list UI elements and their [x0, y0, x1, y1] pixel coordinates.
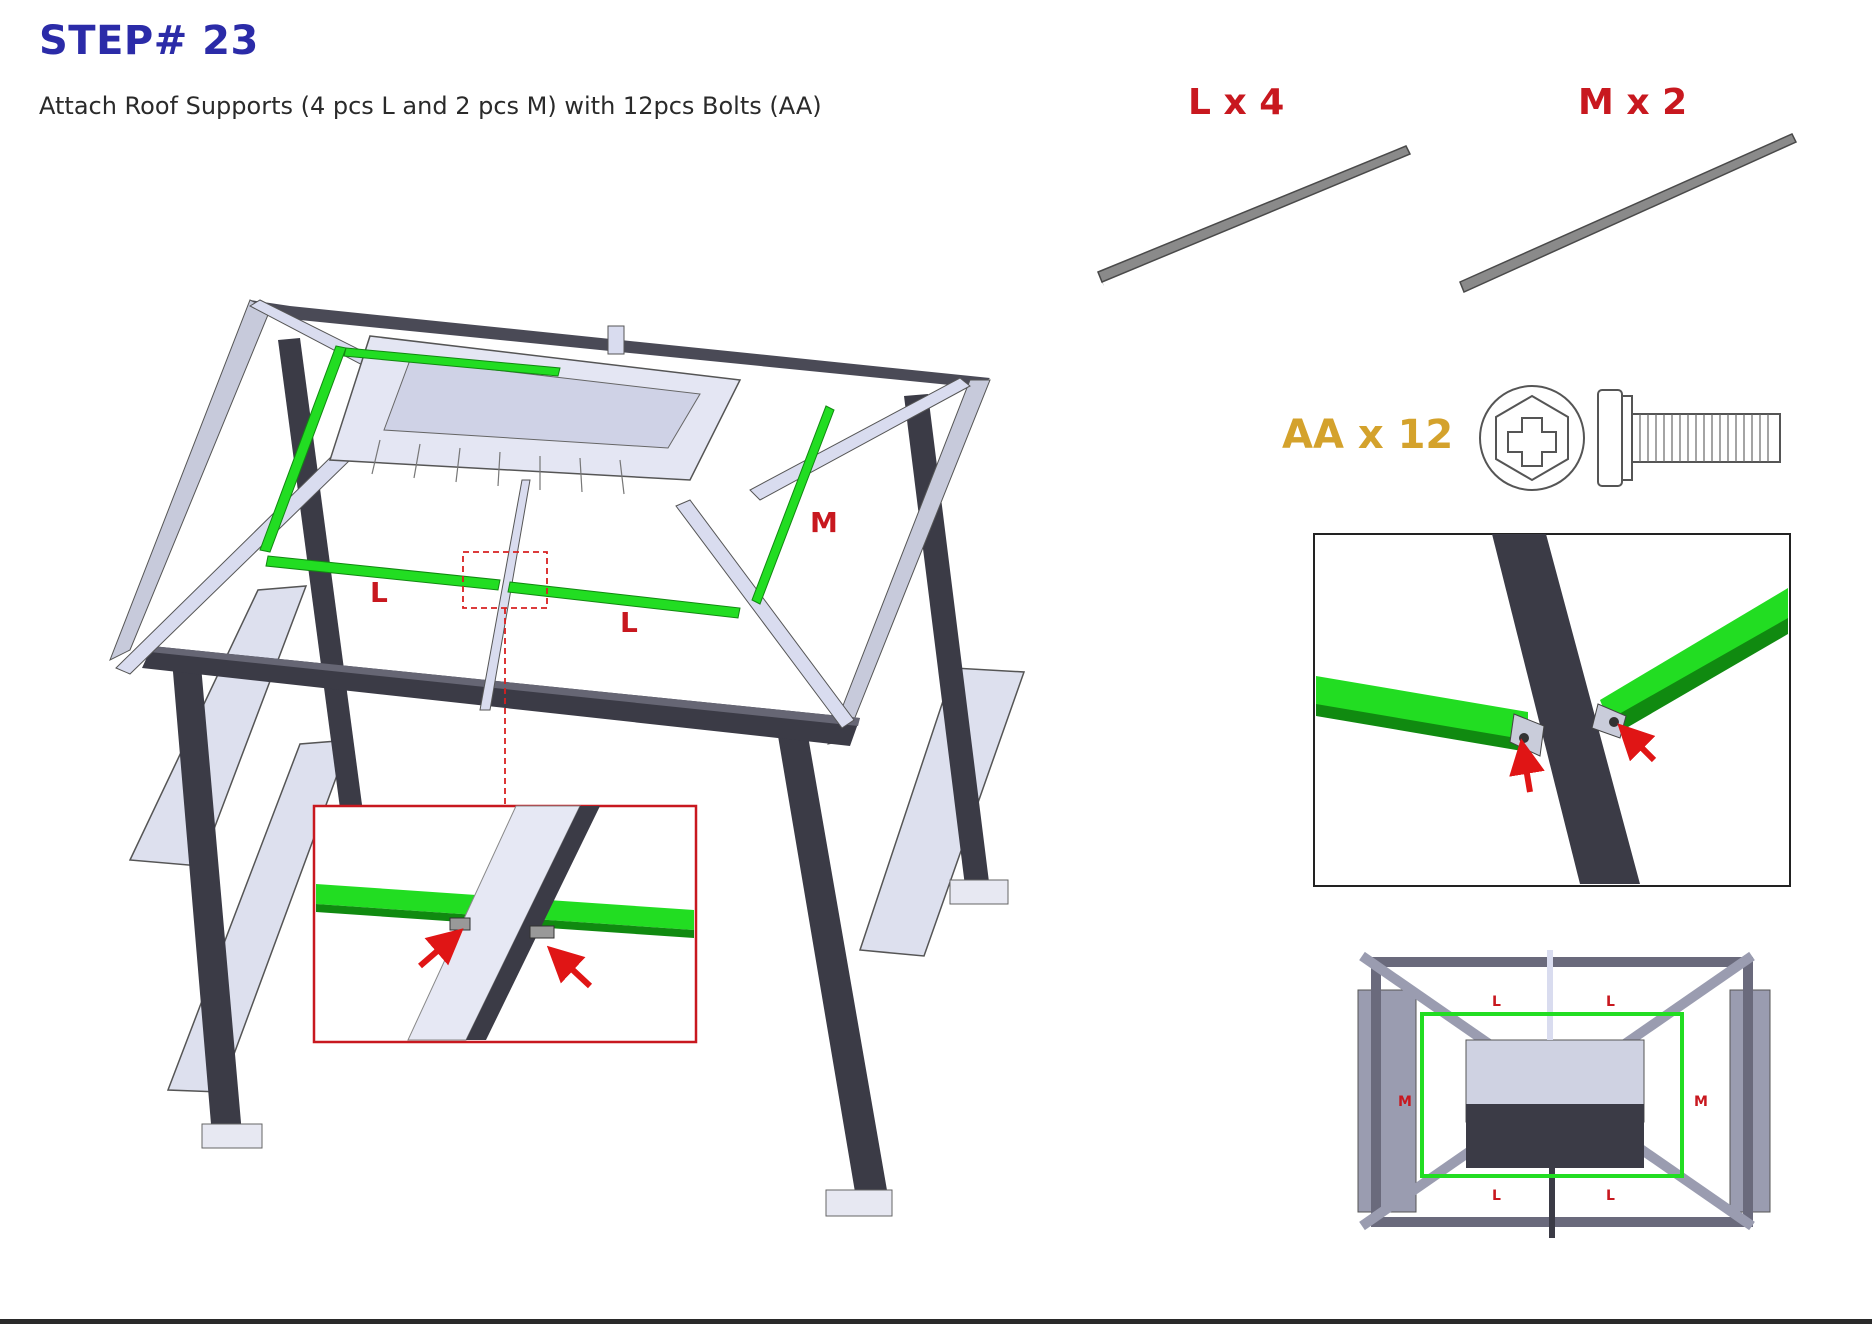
- detail-zoom-inset: [314, 806, 696, 1042]
- bolt-side-icon: [1598, 390, 1780, 486]
- topview-label-L-1: L: [1492, 994, 1501, 1010]
- label-M: M: [810, 506, 838, 539]
- label-L-left: L: [370, 576, 388, 609]
- roof-support-L-illustration: [1098, 146, 1410, 286]
- right-detail-inset: [1314, 534, 1790, 886]
- roof-support-M-illustration: [1460, 134, 1796, 292]
- footer-divider: [0, 1319, 1872, 1324]
- label-L-right: L: [620, 606, 638, 639]
- topview-label-M-right: M: [1694, 1094, 1708, 1110]
- topview-label-L-2: L: [1606, 994, 1615, 1010]
- gazebo-frame-illustration: [110, 300, 1024, 1216]
- topview-label-L-4: L: [1606, 1188, 1615, 1204]
- topview-label-M-left: M: [1398, 1094, 1412, 1110]
- top-view-illustration: [1358, 950, 1770, 1238]
- bolt-head-icon: [1480, 386, 1584, 490]
- topview-label-L-3: L: [1492, 1188, 1501, 1204]
